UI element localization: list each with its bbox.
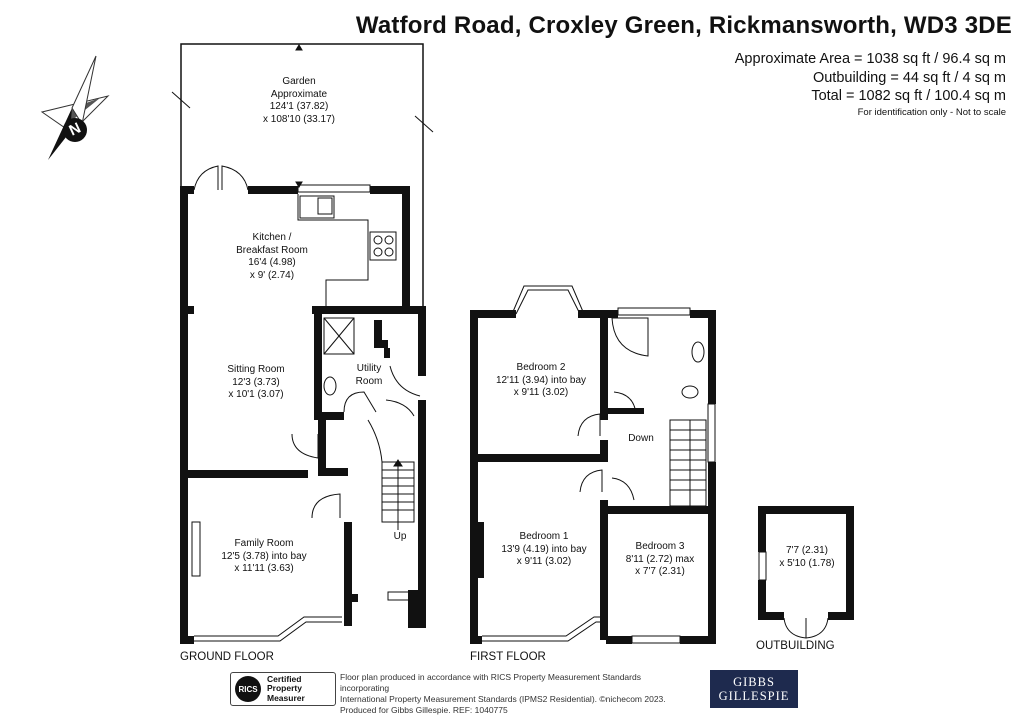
rics-certified-badge: RICS Certified Property Measurer bbox=[230, 672, 336, 706]
gibbs-gillespie-logo: GIBBS GILLESPIE bbox=[710, 670, 798, 708]
first-floor-walls bbox=[470, 310, 716, 644]
footer-line-2: International Property Measurement Stand… bbox=[340, 694, 666, 704]
identification-note: For identification only - Not to scale bbox=[857, 107, 1006, 118]
bedroom-1-label: Bedroom 1 13'9 (4.19) into bay x 9'11 (3… bbox=[501, 531, 587, 567]
rics-logo: RICS bbox=[235, 676, 261, 702]
ground-floor-walls bbox=[180, 186, 426, 644]
kitchen-label: Kitchen / Breakfast Room 16'4 (4.98) x 9… bbox=[236, 232, 308, 281]
family-room-label: Family Room 12'5 (3.78) into bay x 11'11… bbox=[221, 538, 307, 574]
sitting-room-label: Sitting Room 12'3 (3.73) x 10'1 (3.07) bbox=[227, 364, 285, 400]
garden-boundary bbox=[180, 43, 424, 310]
ground-floor-label: GROUND FLOOR bbox=[180, 651, 274, 663]
page-title: Watford Road, Croxley Green, Rickmanswor… bbox=[355, 12, 1012, 39]
ground-floor-details bbox=[191, 165, 421, 642]
bedroom-3-label: Bedroom 3 8'11 (2.72) max x 7'7 (2.31) bbox=[625, 541, 695, 577]
outbuilding-label: OUTBUILDING bbox=[756, 640, 835, 652]
first-floor-details bbox=[482, 285, 716, 644]
outbuilding-walls bbox=[758, 506, 854, 639]
area-total: Total = 1082 sq ft / 100.4 sq m bbox=[811, 88, 1006, 104]
brand-line-1: GIBBS bbox=[733, 675, 775, 689]
first-floor-label: FIRST FLOOR bbox=[470, 651, 546, 663]
area-main: Approximate Area = 1038 sq ft / 96.4 sq … bbox=[734, 51, 1006, 67]
area-summary: Approximate Area = 1038 sq ft / 96.4 sq … bbox=[735, 50, 1006, 106]
brand-line-2: GILLESPIE bbox=[718, 689, 790, 703]
footer-line-1: Floor plan produced in accordance with R… bbox=[340, 672, 641, 693]
bedroom-2-label: Bedroom 2 12'11 (3.94) into bay x 9'11 (… bbox=[495, 362, 587, 398]
utility-room-label: Utility Room bbox=[355, 363, 383, 387]
area-outbuilding: Outbuilding = 44 sq ft / 4 sq m bbox=[812, 69, 1006, 86]
outbuilding-dims-label: 7'7 (2.31) x 5'10 (1.78) bbox=[779, 545, 835, 569]
footer-line-3: Produced for Gibbs Gillespie. REF: 10407… bbox=[340, 705, 508, 715]
rics-badge-text: Certified Property Measurer bbox=[267, 673, 305, 703]
stairs-up-label: Up bbox=[393, 531, 407, 542]
stairs-down-label: Down bbox=[628, 433, 654, 444]
garden-label: Garden Approximate 124'1 (37.82) x 108'1… bbox=[263, 76, 335, 125]
north-compass-icon bbox=[40, 55, 110, 160]
footer-disclaimer: Floor plan produced in accordance with R… bbox=[340, 672, 690, 716]
